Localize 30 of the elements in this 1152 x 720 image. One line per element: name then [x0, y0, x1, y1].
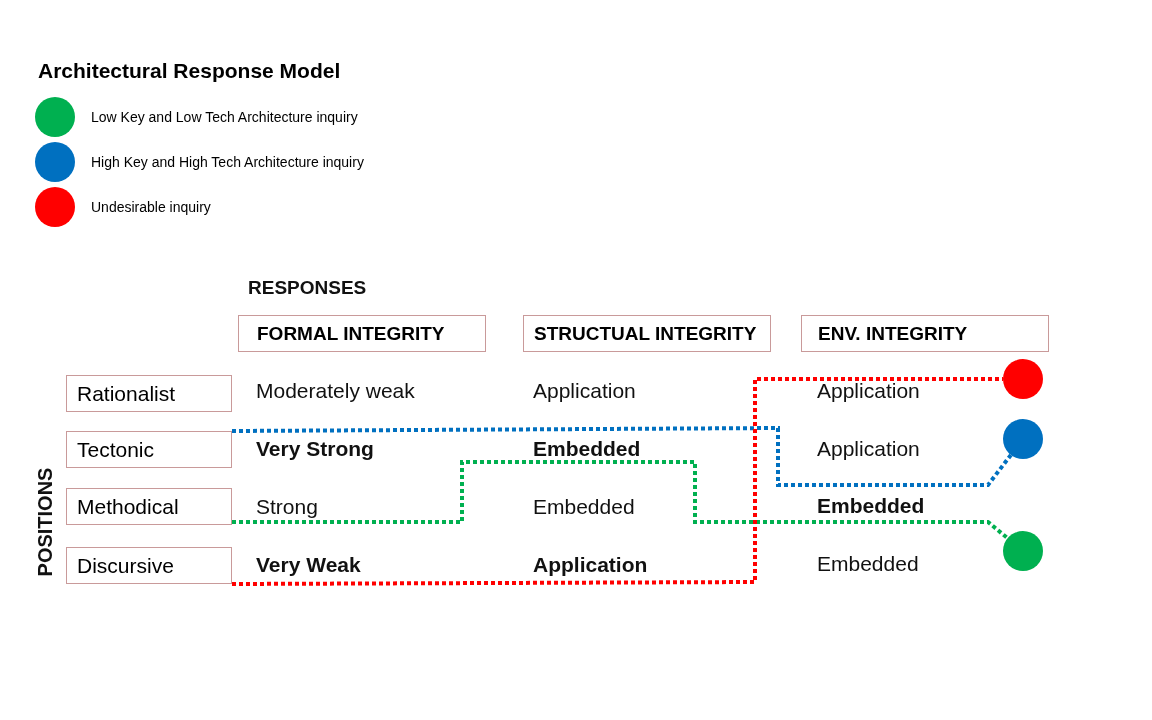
diagram-title: Architectural Response Model [38, 59, 341, 83]
axis-heading: POSITIONS [33, 467, 57, 577]
endpoint-circle [1003, 359, 1043, 399]
row-header-box: Methodical [66, 488, 232, 525]
cell-text: Embedded [533, 495, 635, 520]
dotted-connector [232, 426, 1013, 487]
column-header-box: STRUCTUAL INTEGRITY [523, 315, 771, 352]
legend-text: Low Key and Low Tech Architecture inquiry [91, 109, 358, 125]
endpoint-circle [1003, 419, 1043, 459]
cell-text: Very Weak [256, 553, 361, 578]
cell-text: Moderately weak [256, 379, 415, 404]
cell-text: Application [817, 379, 920, 404]
cell-text: Very Strong [256, 437, 374, 462]
cell-text: Strong [256, 495, 318, 520]
cell-text: Embedded [533, 437, 641, 462]
cell-text: Embedded [817, 494, 925, 519]
row-header-box: Discursive [66, 547, 232, 584]
column-header-box: ENV. INTEGRITY [801, 315, 1049, 352]
column-header-box: FORMAL INTEGRITY [238, 315, 486, 352]
section-heading: RESPONSES [248, 277, 367, 299]
legend-text: Undesirable inquiry [91, 199, 211, 215]
cell-text: Application [533, 553, 648, 578]
endpoint-circle [1003, 531, 1043, 571]
dotted-connector [232, 460, 1009, 540]
legend-text: High Key and High Tech Architecture inquiry [91, 154, 364, 170]
cell-text: Application [533, 379, 636, 404]
cell-text: Embedded [817, 552, 919, 577]
cell-text: Application [817, 437, 920, 462]
row-header-box: Tectonic [66, 431, 232, 468]
row-header-box: Rationalist [66, 375, 232, 412]
